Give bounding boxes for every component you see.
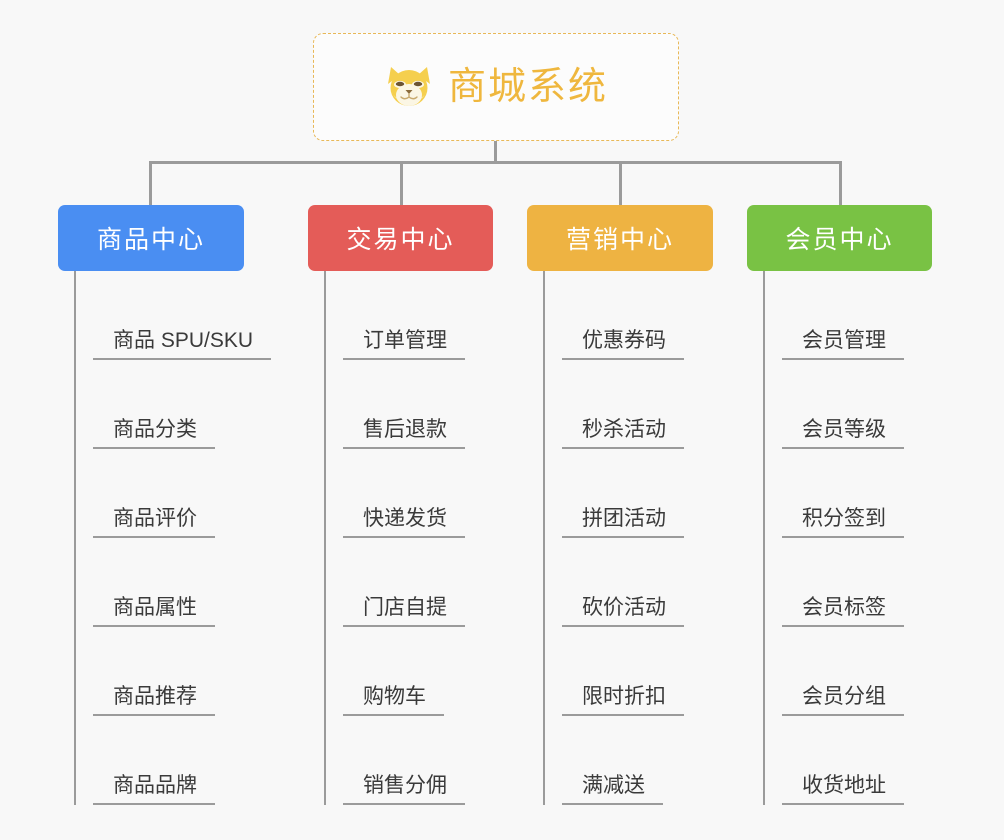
leaf-list-product: 商品 SPU/SKU 商品分类 商品评价 商品属性 商品推荐 商品品牌 — [74, 271, 274, 805]
category-header-marketing[interactable]: 营销中心 — [527, 205, 713, 271]
leaf-item[interactable]: 销售分佣 — [326, 716, 524, 805]
leaf-item[interactable]: 积分签到 — [765, 449, 963, 538]
category-header-label: 会员中心 — [785, 226, 894, 254]
connector-drop-2 — [400, 161, 403, 206]
category-header-label: 营销中心 — [565, 226, 674, 254]
category-header-label: 商品中心 — [96, 226, 205, 254]
root-node-mall-system[interactable]: 商城系统 — [313, 33, 679, 141]
connector-root-stem — [494, 141, 497, 163]
connector-horizontal-bus — [150, 161, 841, 164]
leaf-item[interactable]: 订单管理 — [326, 271, 524, 360]
leaf-item[interactable]: 会员分组 — [765, 627, 963, 716]
leaf-list-member: 会员管理 会员等级 积分签到 会员标签 会员分组 收货地址 — [763, 271, 963, 805]
leaf-list-marketing: 优惠券码 秒杀活动 拼团活动 砍价活动 限时折扣 满减送 — [543, 271, 743, 805]
leaf-item[interactable]: 秒杀活动 — [545, 360, 743, 449]
leaf-item[interactable]: 优惠券码 — [545, 271, 743, 360]
leaf-item[interactable]: 会员标签 — [765, 538, 963, 627]
leaf-item[interactable]: 商品属性 — [76, 538, 274, 627]
leaf-item[interactable]: 会员等级 — [765, 360, 963, 449]
branch-column-product: 商品中心 商品 SPU/SKU 商品分类 商品评价 商品属性 商品推荐 商品品牌 — [58, 205, 272, 805]
connector-drop-1 — [149, 161, 152, 206]
leaf-item[interactable]: 商品分类 — [76, 360, 274, 449]
category-header-member[interactable]: 会员中心 — [747, 205, 932, 271]
leaf-list-trade: 订单管理 售后退款 快递发货 门店自提 购物车 销售分佣 — [324, 271, 524, 805]
leaf-item[interactable]: 购物车 — [326, 627, 524, 716]
leaf-item[interactable]: 会员管理 — [765, 271, 963, 360]
root-node-title: 商城系统 — [447, 66, 608, 108]
leaf-item[interactable]: 砍价活动 — [545, 538, 743, 627]
leaf-item[interactable]: 拼团活动 — [545, 449, 743, 538]
leaf-item[interactable]: 商品品牌 — [76, 716, 274, 805]
branch-column-marketing: 营销中心 优惠券码 秒杀活动 拼团活动 砍价活动 限时折扣 满减送 — [527, 205, 727, 805]
leaf-item[interactable]: 快递发货 — [326, 449, 524, 538]
category-header-label: 交易中心 — [346, 226, 455, 254]
leaf-item[interactable]: 收货地址 — [765, 716, 963, 805]
leaf-item[interactable]: 商品 SPU/SKU — [76, 271, 274, 360]
connector-drop-3 — [619, 161, 622, 206]
leaf-item[interactable]: 商品推荐 — [76, 627, 274, 716]
category-header-trade[interactable]: 交易中心 — [308, 205, 493, 271]
leaf-item[interactable]: 门店自提 — [326, 538, 524, 627]
branch-column-trade: 交易中心 订单管理 售后退款 快递发货 门店自提 购物车 销售分佣 — [308, 205, 508, 805]
leaf-item[interactable]: 满减送 — [545, 716, 743, 805]
leaf-item[interactable]: 限时折扣 — [545, 627, 743, 716]
connector-drop-4 — [839, 161, 842, 206]
shiba-dog-face-icon — [384, 64, 434, 110]
category-header-product[interactable]: 商品中心 — [58, 205, 244, 271]
leaf-item[interactable]: 商品评价 — [76, 449, 274, 538]
branch-column-member: 会员中心 会员管理 会员等级 积分签到 会员标签 会员分组 收货地址 — [747, 205, 947, 805]
leaf-item[interactable]: 售后退款 — [326, 360, 524, 449]
